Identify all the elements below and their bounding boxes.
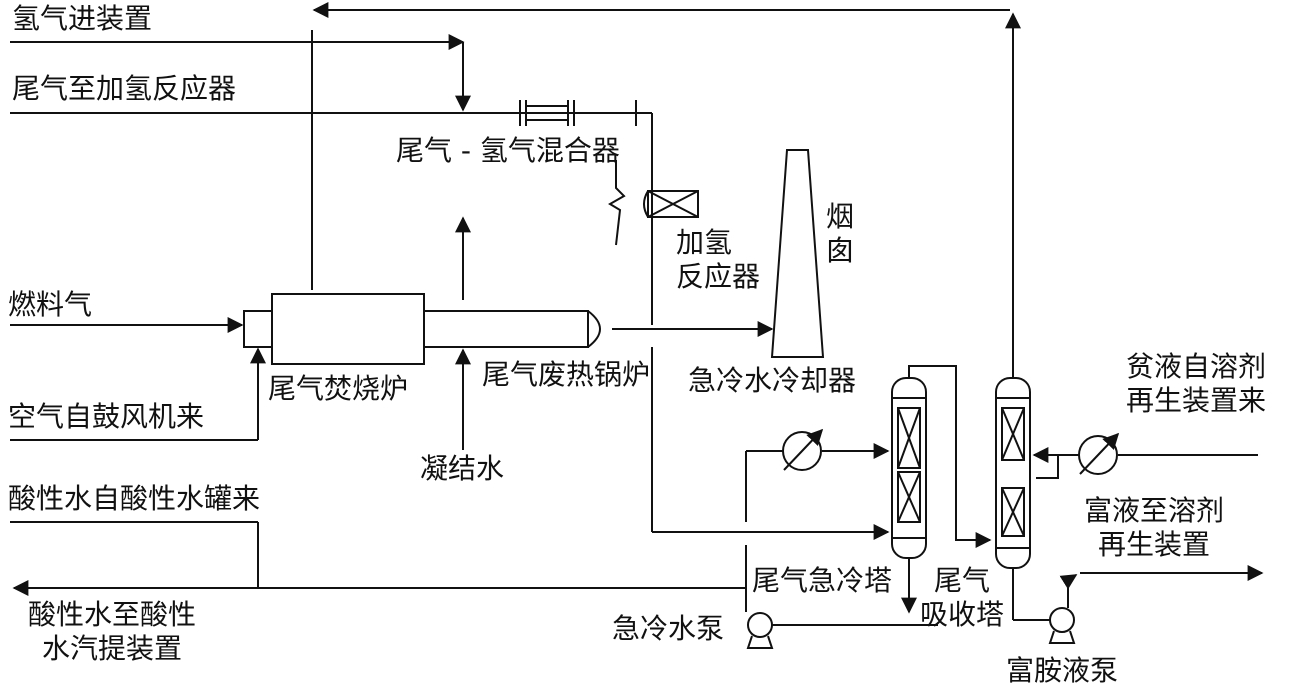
boiler-cap [587,310,601,348]
absorber-tower [995,377,1031,569]
incinerator-body [271,293,425,365]
stack-chimney [770,149,825,358]
reactor-x2 [647,190,699,218]
label-stack: 烟 囱 [826,200,855,268]
hydro-reactor [647,190,699,218]
label-quench-pump: 急冷水泵 [612,612,725,645]
incinerator-burner [243,310,273,348]
label-absorber: 尾气 吸收塔 [920,564,1005,632]
label-condensate: 凝结水 [420,452,505,485]
label-quench-tower: 尾气急冷塔 [752,564,893,597]
label-sour-in: 酸性水自酸性水罐来 [8,482,261,515]
label-reactor: 加氢 反应器 [676,226,761,294]
label-incinerator: 尾气焚烧炉 [268,372,409,405]
boiler-body [423,310,589,348]
label-rich-out: 富液至溶剂 再生装置 [1084,494,1225,562]
label-air-in: 空气自鼓风机来 [8,400,205,433]
label-waste-heat-boiler: 尾气废热锅炉 [482,358,651,391]
rich-pump [1049,607,1075,633]
reactor-zigzag [608,160,626,246]
quench-pump [747,612,773,638]
label-fuel-gas: 燃料气 [8,288,93,321]
label-sour-out: 酸性水至酸性 水汽提装置 [28,598,197,666]
lean-to-absorber [1036,454,1079,479]
label-rich-pump: 富胺液泵 [1006,654,1119,687]
rich-out [1059,574,1078,608]
label-tailgas-to-reactor: 尾气至加氢反应器 [12,72,237,105]
reactor-left-cap [643,190,649,218]
quench-to-absorber [908,365,992,548]
label-lean-in: 贫液自溶剂 再生装置来 [1126,350,1267,418]
label-quench-cooler: 急冷水冷却器 [688,364,857,397]
label-mixer: 尾气 - 氢气混合器 [396,134,620,167]
label-h2-in: 氢气进装置 [12,2,153,35]
